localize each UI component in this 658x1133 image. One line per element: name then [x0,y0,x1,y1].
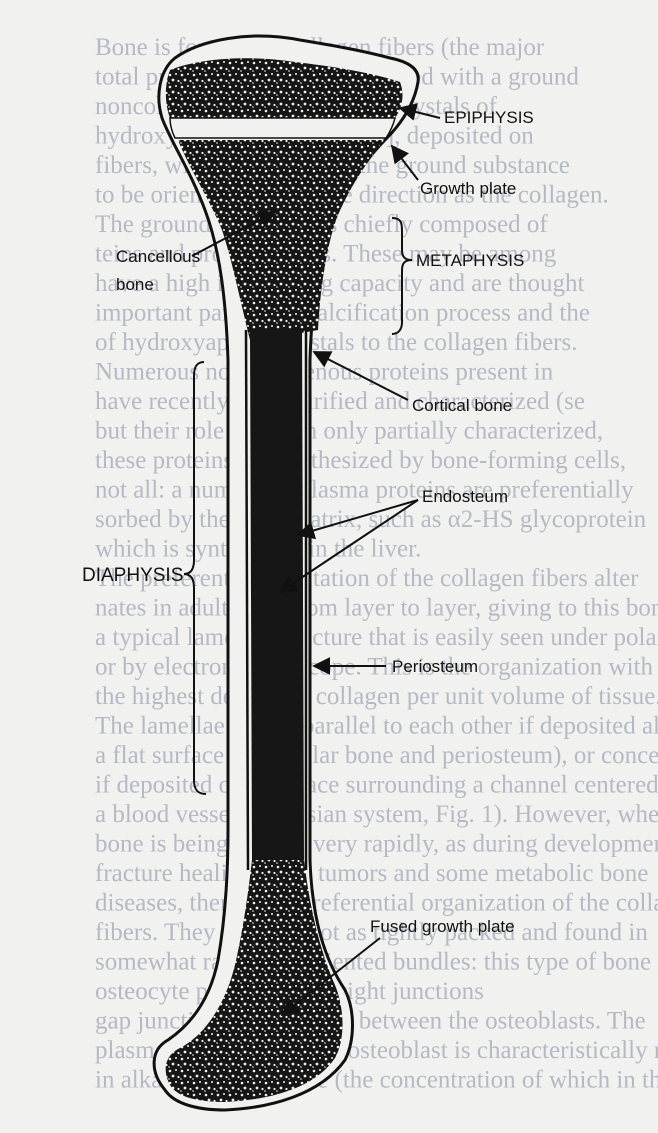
background-text-line: sorbed by the bone matrix, such as α2-HS… [95,506,647,533]
figure-labels: EPIPHYSIS Growth plate Cancellous bone M… [82,108,534,936]
label-growth-plate: Growth plate [420,179,516,198]
background-page-text: Bone is formed by collagen fibers (the m… [95,34,658,1094]
metaphysis-brace [391,217,413,335]
background-text-line: a flat surface (trabecular bone and peri… [95,742,658,769]
label-metaphysis: METAPHYSIS [416,251,524,270]
background-text-line: Numerous noncollagenous proteins present… [95,359,554,386]
background-text-line: these proteins are synthesized by bone-f… [95,447,626,474]
label-epiphysis: EPIPHYSIS [444,108,534,127]
arrow-cancellous-bone [191,211,277,257]
arrow-endosteum-2 [278,499,419,593]
cortical-bone-inner-left [244,329,250,871]
background-text-line: have recently been purified and characte… [95,388,585,415]
region-braces [183,217,413,795]
background-text-line: a blood vessel (haversian system, Fig. 1… [95,801,658,828]
arrow-fused-growth-plate [280,937,381,1017]
label-diaphysis: DIAPHYSIS [82,565,183,586]
background-text-line: the highest density of collagen per unit… [95,683,658,710]
arrow-endosteum-1 [296,499,419,540]
label-periosteum: Periosteum [392,657,478,676]
background-text-line: if deposited on a surface surrounding a … [95,772,658,799]
background-text-line: important part in the calcification proc… [95,300,590,327]
background-text-line: have a high ion-binding capacity and are… [95,270,584,297]
arrow-epiphysis [398,103,441,121]
label-endosteum: Endosteum [422,487,508,506]
medullary-cavity [250,330,304,860]
label-cancellous-bone-2: bone [116,275,154,294]
epiphysis-region [165,58,403,118]
background-text-line: nates in adult bone from layer to layer,… [95,595,658,622]
label-cancellous-bone-1: Cancellous [116,247,200,266]
arrow-growth-plate [390,144,419,181]
growth-plate-band [169,117,396,139]
distal-spongy-region [165,860,343,1102]
bone-illustration [152,34,420,1112]
diaphysis-brace [183,361,207,795]
background-text-line: The lamellae can be parallel to each oth… [95,713,658,740]
background-text-line: fibers. They are then not as tightly pac… [95,919,648,946]
label-fused-growth-plate: Fused growth plate [370,917,515,936]
background-text-line: gap junctions) are formed between the os… [95,1008,646,1035]
background-text-line: of hydroxyapatite crystals to the collag… [95,329,577,356]
background-text-line: The preferential orientation of the coll… [95,565,639,592]
background-text-line: fracture healing, or in tumors and some … [95,860,648,887]
label-cortical-bone: Cortical bone [412,396,512,415]
metaphysis-region [178,140,384,340]
background-text-line: but their role has been only partially c… [95,418,603,445]
background-text-line: diseases, there is no preferential organ… [95,890,658,917]
background-text-line: somewhat randomly oriented bundles: this… [95,949,658,976]
arrow-cortical-bone [312,351,409,401]
background-text-line: not all: a number of plasma proteins are… [95,477,634,504]
background-text-line: a typical lamellar structure that is eas… [95,624,658,651]
background-text-line: bone is being formed very rapidly, as du… [95,831,658,858]
annotation-arrows [191,103,441,1017]
